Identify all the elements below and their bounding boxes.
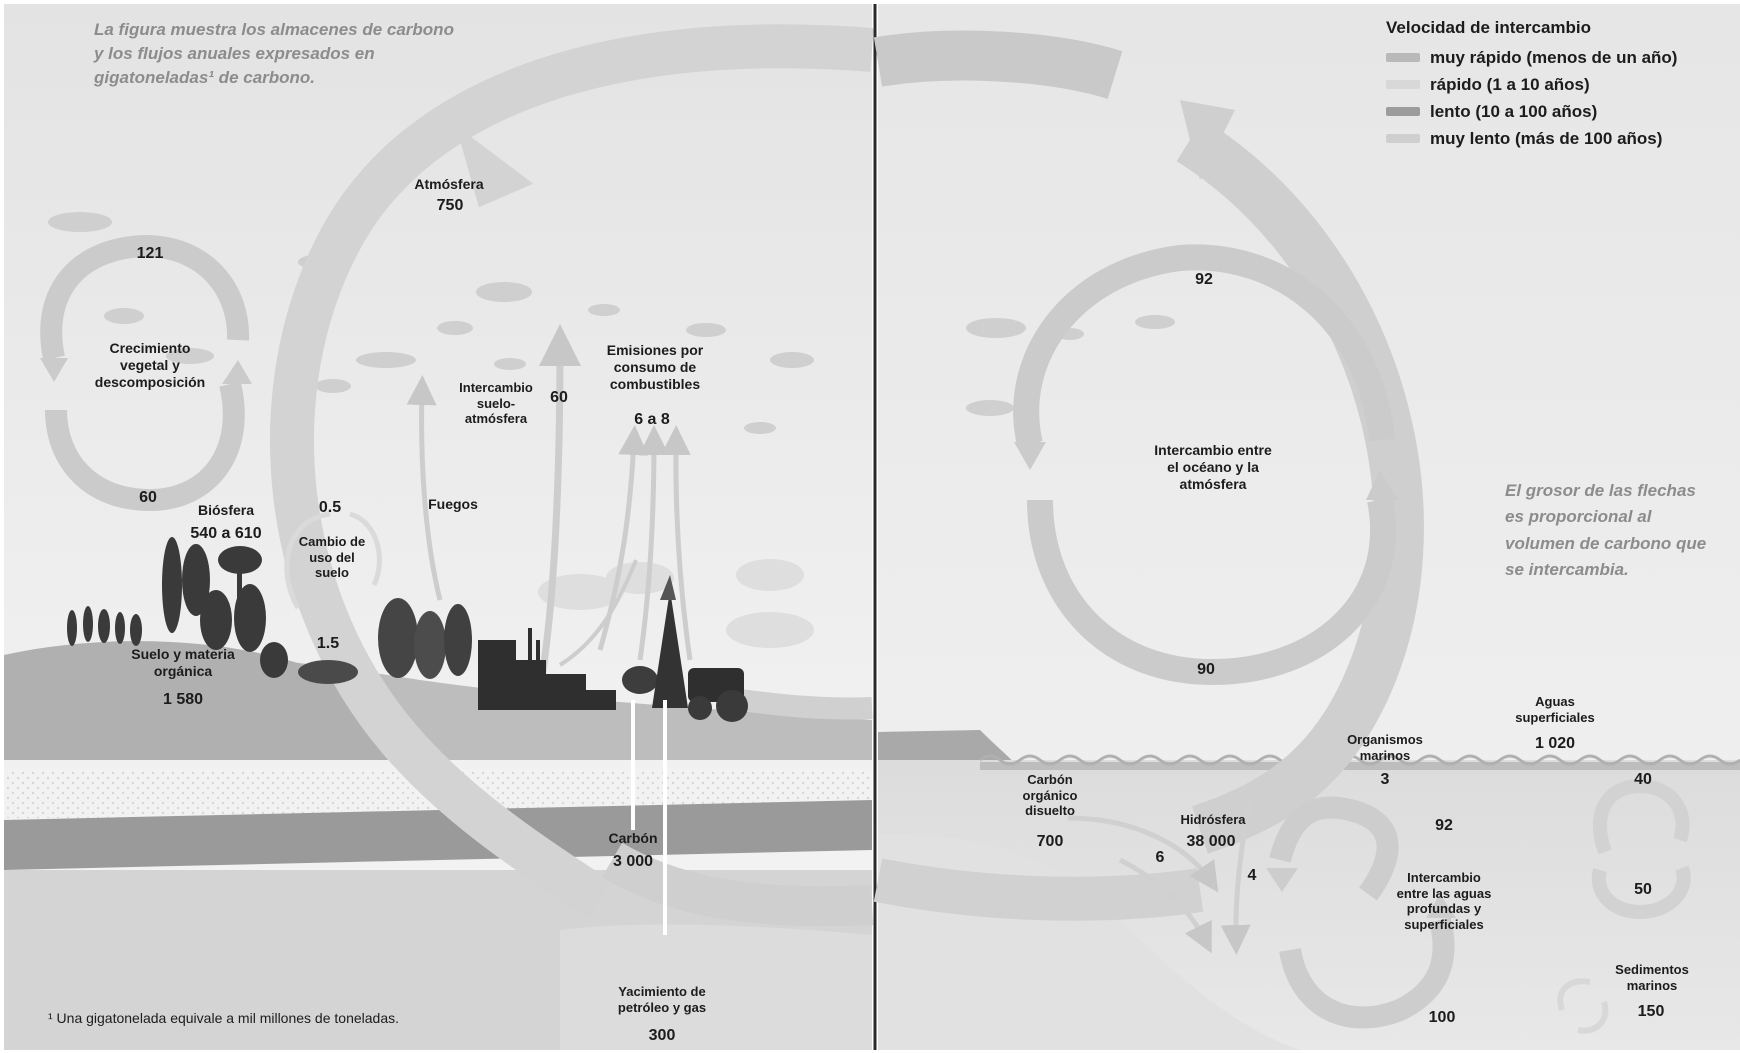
carbon-value: 3 000 [612, 853, 654, 870]
intercambio-suelo-label: Intercambio suelo-atmósfera [459, 380, 533, 427]
deep-exchange-label: Intercambio entre las aguas profundas y … [1396, 870, 1492, 932]
legend-swatch-very-slow [1386, 134, 1420, 143]
fuegos-label: Fuegos [428, 496, 478, 512]
legend-swatch-slow [1386, 107, 1420, 116]
flux-arrows-right [1067, 799, 1253, 955]
footnote: ¹ Una gigatonelada equivale a mil millon… [48, 1010, 399, 1026]
plant-cycle-label: Crecimiento vegetal y descomposición [94, 340, 206, 390]
cambio-uso-label: Cambio de uso del suelo [298, 534, 366, 581]
legend-item-slow: lento (10 a 100 años) [1386, 98, 1677, 125]
oil-pipes [631, 700, 667, 935]
suelo-value: 1 580 [162, 691, 204, 708]
biosfera-label: Biósfera [197, 502, 255, 518]
atmosphere-arc-right [873, 30, 1424, 921]
legend-swatch-fast [1386, 80, 1420, 89]
deep-exchange-ring [1269, 796, 1455, 1029]
organismos-value: 3 [1380, 771, 1390, 788]
ocean-exchange-bottom-value: 90 [1197, 661, 1215, 678]
suelo-label: Suelo y materia orgánica [131, 646, 235, 679]
vegetation [67, 537, 472, 684]
deep-exchange-bottom-value: 100 [1428, 1009, 1456, 1026]
carbon-organico-value: 700 [1036, 833, 1064, 850]
industry [478, 575, 748, 722]
left-panel [4, 4, 872, 1050]
ocean-exchange-ring [1013, 244, 1397, 686]
ocean-exchange-label: Intercambio entre el océano y la atmósfe… [1154, 442, 1272, 492]
hidrosfera-label: Hidrósfera [1180, 812, 1246, 827]
organismos-label: Organismos marinos [1347, 732, 1423, 763]
sedimentos-value: 150 [1637, 1003, 1665, 1020]
legend-label: muy rápido (menos de un año) [1430, 47, 1678, 67]
atmosfera-label: Atmósfera [414, 176, 484, 192]
sedimentos-label: Sedimentos marinos [1615, 962, 1689, 993]
surface-cycle [1591, 778, 1691, 920]
clouds [48, 212, 1175, 648]
legend-item-very-fast: muy rápido (menos de un año) [1386, 44, 1677, 71]
cambio-uso-bottom-value: 1.5 [316, 635, 340, 652]
aguas-superficiales-value: 1 020 [1534, 735, 1576, 752]
plant-cycle-top-value: 121 [136, 245, 164, 262]
legend-label: lento (10 a 100 años) [1430, 101, 1598, 121]
legend-label: muy lento (más de 100 años) [1430, 128, 1663, 148]
yacimiento-label: Yacimiento de petróleo y gas [617, 984, 707, 1015]
deep-exchange-top-value: 92 [1435, 817, 1453, 834]
carbon-label: Carbón [608, 830, 658, 846]
ocean-exchange-top-value: 92 [1195, 271, 1213, 288]
surface-cycle-top-value: 40 [1634, 771, 1652, 788]
cambio-uso-top-value: 0.5 [318, 499, 342, 516]
exchange-speed-legend: Velocidad de intercambio muy rápido (men… [1386, 18, 1677, 152]
plant-cycle-ring [40, 234, 250, 512]
plant-cycle-bottom-value: 60 [139, 489, 157, 506]
aguas-superficiales-label: Aguas superficiales [1515, 694, 1595, 725]
flux-arrows-left [406, 324, 693, 691]
biosfera-value: 540 a 610 [190, 525, 262, 542]
hidrosfera-value: 38 000 [1186, 833, 1236, 850]
sink-flow-value: 4 [1247, 867, 1257, 884]
land-use-cycle [284, 511, 382, 610]
atmosfera-value: 750 [436, 197, 464, 214]
carbon-organico-label: Carbón orgánico disuelto [1022, 772, 1078, 819]
intro-caption: La figura muestra los almacenes de carbo… [94, 20, 454, 87]
surface-cycle-bottom-value: 50 [1634, 881, 1652, 898]
atmosphere-arc-left [270, 24, 874, 927]
legend-label: rápido (1 a 10 años) [1430, 74, 1590, 94]
legend-item-very-slow: muy lento (más de 100 años) [1386, 125, 1677, 152]
legend-title: Velocidad de intercambio [1386, 18, 1592, 37]
doc-flow-value: 6 [1155, 849, 1165, 866]
sediment-cycle [1557, 978, 1609, 1034]
emisiones-label: Emisiones por consumo de combustibles [606, 342, 704, 392]
emisiones-value: 6 a 8 [634, 411, 670, 428]
intercambio-suelo-value: 60 [550, 389, 568, 406]
yacimiento-value: 300 [648, 1027, 676, 1044]
arrow-thickness-note: El grosor de las flechas es proporcional… [1505, 481, 1707, 580]
legend-item-fast: rápido (1 a 10 años) [1386, 71, 1677, 98]
legend-swatch-very-fast [1386, 53, 1420, 62]
